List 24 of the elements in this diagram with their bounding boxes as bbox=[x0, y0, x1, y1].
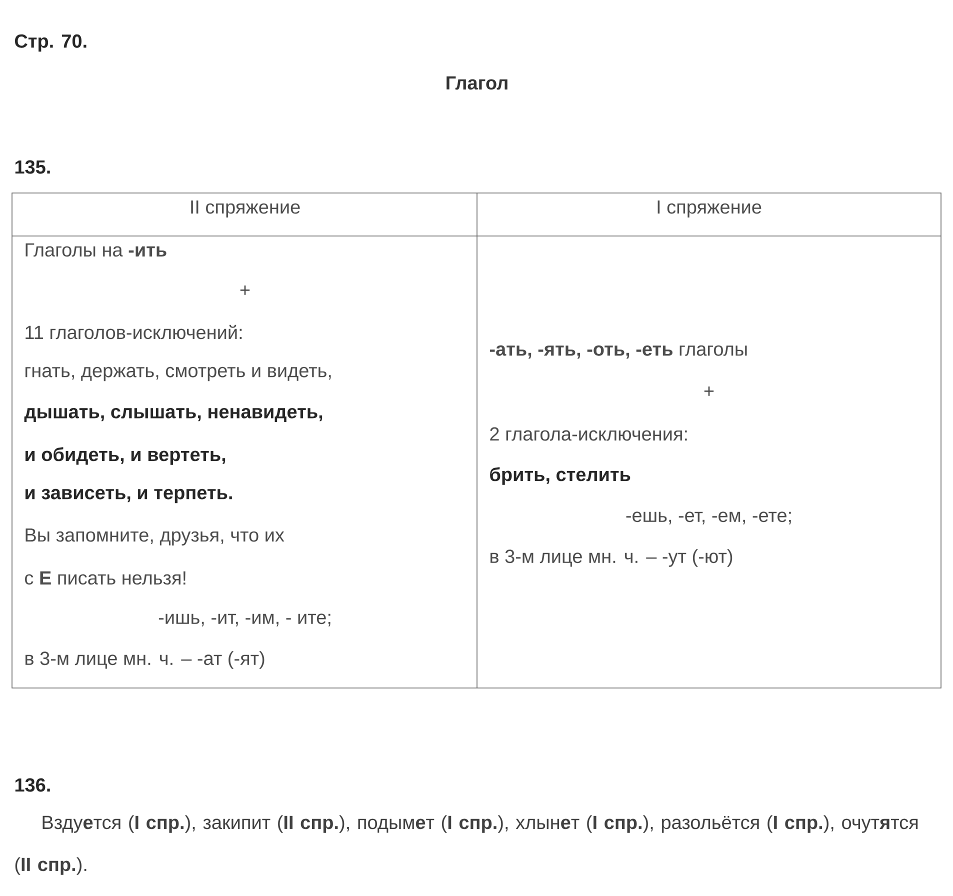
answer-paragraph: Вздуется (I спр.), закипит (II спр.), подымет (I спр.), хлынет (I спр.), разольётся (I спр.), очутятся (II спр.). bbox=[15, 815, 918, 875]
cell-text: 2 глагола-исключения: bbox=[490, 427, 687, 441]
page-number: Стр. 70. bbox=[15, 34, 86, 52]
exercise-number: 135. bbox=[15, 160, 50, 174]
cell-text: брить, стелить bbox=[490, 467, 630, 485]
cell-text: -ать, -ять, -оть, -еть глаголы bbox=[490, 345, 747, 359]
column-header: I спряжение bbox=[658, 200, 762, 218]
cell-text: и зависеть, и терпеть. bbox=[26, 488, 232, 504]
cell-text: Глаголы на -ить bbox=[26, 243, 166, 257]
cell-text: в 3-м лице мн. ч. – -ат (-ят) bbox=[26, 651, 264, 669]
cell-text: и обидеть, и вертеть, bbox=[26, 447, 226, 465]
plus-sign: + bbox=[240, 286, 250, 295]
plus-sign: + bbox=[704, 386, 714, 396]
column-header: II спряжение bbox=[191, 200, 300, 218]
cell-text: с Е писать нельзя! bbox=[25, 571, 186, 585]
cell-text: дышать, слышать, ненавидеть, bbox=[24, 408, 322, 422]
cell-text: -ешь, -ет, -ем, -ете; bbox=[626, 512, 791, 524]
cell-text: Вы запомните, друзья, что их bbox=[26, 528, 284, 546]
exercise-number: 136. bbox=[15, 778, 50, 792]
title: Глагол bbox=[446, 76, 508, 90]
cell-text: 11 глаголов-исключений: bbox=[26, 324, 242, 340]
cell-text: -ишь, -ит, -им, - ите; bbox=[158, 614, 330, 626]
cell-text: гнать, держать, смотреть и видеть, bbox=[26, 366, 331, 382]
cell-text: в 3-м лице мн. ч. – -ут (-ют) bbox=[490, 549, 732, 567]
